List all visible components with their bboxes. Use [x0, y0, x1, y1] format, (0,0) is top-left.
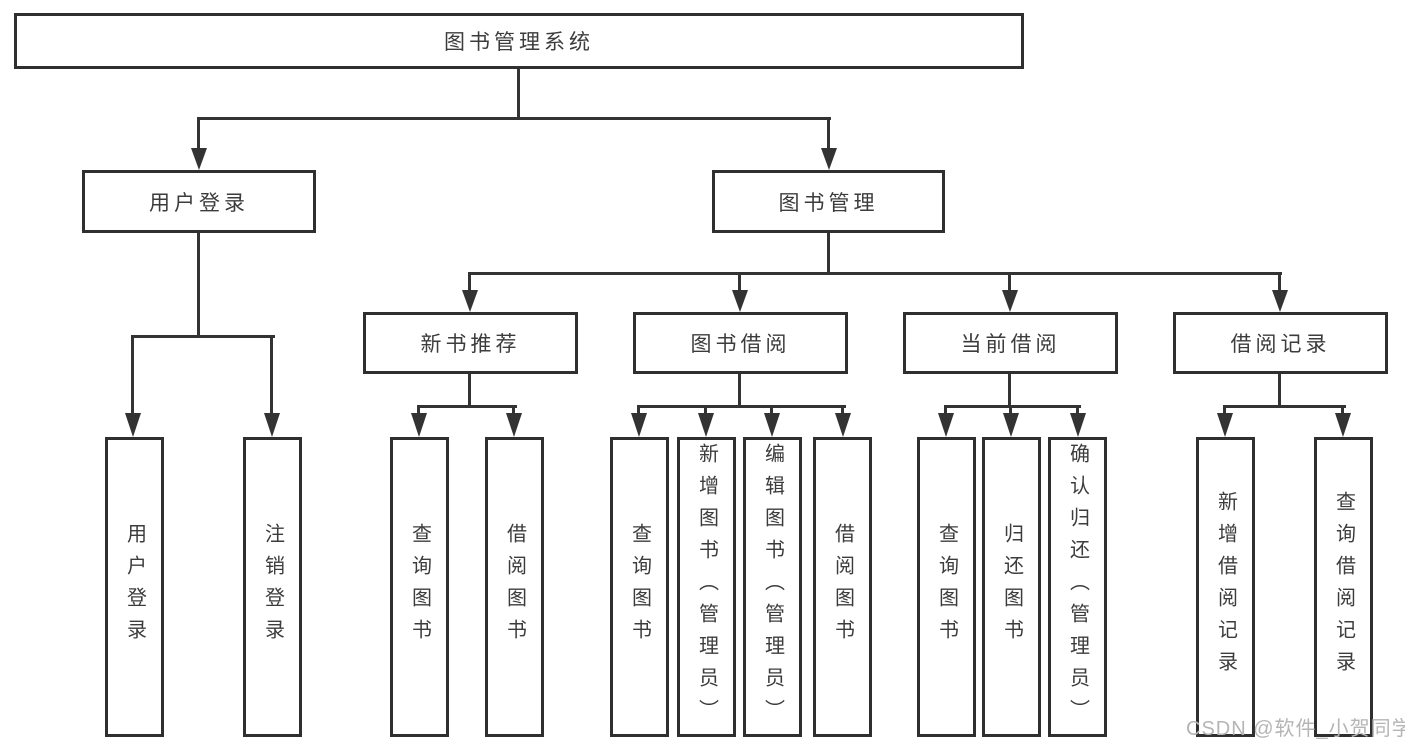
connector-line — [1278, 272, 1281, 290]
arrowhead-down — [631, 413, 647, 437]
connector-line — [944, 405, 947, 415]
connector-user-splitter — [131, 335, 275, 338]
leaf-label: 查询图书 — [628, 523, 651, 651]
connector-splitter — [944, 405, 1081, 408]
connector-stem — [468, 374, 471, 405]
arrowhead-down — [1335, 413, 1351, 437]
leaf-label: 借阅图书 — [831, 523, 854, 651]
connector-user-stem — [197, 233, 200, 335]
leaf-bb-query-books: 查询图书 — [610, 437, 669, 737]
connector-line — [704, 405, 707, 415]
connector-line — [637, 405, 640, 415]
connector-line — [417, 405, 420, 415]
arrowhead-down — [191, 148, 207, 170]
csdn-watermark: CSDN @软件_小贺同学 — [1186, 718, 1405, 740]
leaf-label: 查询图书 — [408, 523, 431, 651]
connector-line — [1341, 405, 1344, 415]
leaf-cb-query-books: 查询图书 — [917, 437, 976, 737]
connector-line — [1009, 405, 1012, 415]
node-current-borrow: 当前借阅 — [903, 312, 1118, 374]
arrowhead-down — [732, 290, 748, 312]
connector-root-stem — [517, 69, 520, 117]
leaf-br-add-record: 新增借阅记录 — [1196, 437, 1255, 737]
connector-splitter — [417, 405, 517, 408]
connector-line — [841, 405, 844, 415]
leaf-label: 查询图书 — [935, 523, 958, 651]
connector-mgmt-stem — [827, 233, 830, 272]
arrowhead-down — [125, 413, 141, 437]
connector-line — [738, 272, 741, 290]
arrowhead-down — [1002, 290, 1018, 312]
leaf-logout: 注销登录 — [243, 437, 302, 737]
leaf-bb-add-books-admin: 新增图书（管理员） — [677, 437, 736, 737]
node-book-borrow: 图书借阅 — [633, 312, 848, 374]
arrowhead-down — [1272, 290, 1288, 312]
leaf-user-login: 用户登录 — [105, 437, 164, 737]
connector-stem — [1008, 374, 1011, 405]
leaf-label: 查询借阅记录 — [1332, 491, 1355, 683]
leaf-cb-confirm-return-admin: 确认归还（管理员） — [1048, 437, 1107, 737]
connector-line — [512, 405, 515, 415]
arrowhead-down — [764, 413, 780, 437]
node-new-book-rec: 新书推荐 — [363, 312, 578, 374]
arrowhead-down — [1070, 413, 1086, 437]
leaf-bb-edit-books-admin: 编辑图书（管理员） — [743, 437, 802, 737]
leaf-label: 新增借阅记录 — [1214, 491, 1237, 683]
leaf-bb-borrow-books: 借阅图书 — [813, 437, 872, 737]
arrowhead-down — [506, 413, 522, 437]
leaf-nb-query-books: 查询图书 — [390, 437, 449, 737]
arrowhead-down — [462, 290, 478, 312]
connector-mgmt-splitter — [468, 272, 1282, 275]
leaf-label: 注销登录 — [261, 523, 284, 651]
connector-line — [1076, 405, 1079, 415]
node-borrow-records: 借阅记录 — [1173, 312, 1388, 374]
connector-splitter — [1223, 405, 1346, 408]
arrowhead-down — [698, 413, 714, 437]
leaf-label: 归还图书 — [1000, 523, 1023, 651]
connector-line — [131, 335, 134, 415]
leaf-label: 借阅图书 — [503, 523, 526, 651]
leaf-nb-borrow-books: 借阅图书 — [485, 437, 544, 737]
node-user-login: 用户登录 — [82, 170, 316, 233]
connector-line — [1008, 272, 1011, 290]
arrowhead-down — [835, 413, 851, 437]
connector-line — [827, 117, 830, 149]
leaf-br-query-record: 查询借阅记录 — [1314, 437, 1373, 737]
connector-line — [468, 272, 471, 290]
leaf-label: 编辑图书（管理员） — [761, 443, 784, 731]
leaf-label: 用户登录 — [123, 523, 146, 651]
connector-splitter — [637, 405, 846, 408]
connector-line — [1223, 405, 1226, 415]
connector-line — [270, 335, 273, 415]
node-book-mgmt: 图书管理 — [712, 170, 945, 233]
arrowhead-down — [411, 413, 427, 437]
connector-line — [770, 405, 773, 415]
leaf-cb-return-books: 归还图书 — [982, 437, 1041, 737]
arrowhead-down — [1217, 413, 1233, 437]
node-root: 图书管理系统 — [14, 13, 1024, 69]
arrowhead-down — [1003, 413, 1019, 437]
arrowhead-down — [821, 148, 837, 170]
connector-stem — [1278, 374, 1281, 405]
connector-root-splitter — [197, 117, 831, 120]
connector-stem — [738, 374, 741, 405]
leaf-label: 确认归还（管理员） — [1066, 443, 1089, 731]
leaf-label: 新增图书（管理员） — [695, 443, 718, 731]
arrowhead-down — [264, 413, 280, 437]
connector-line — [197, 117, 200, 149]
arrowhead-down — [938, 413, 954, 437]
